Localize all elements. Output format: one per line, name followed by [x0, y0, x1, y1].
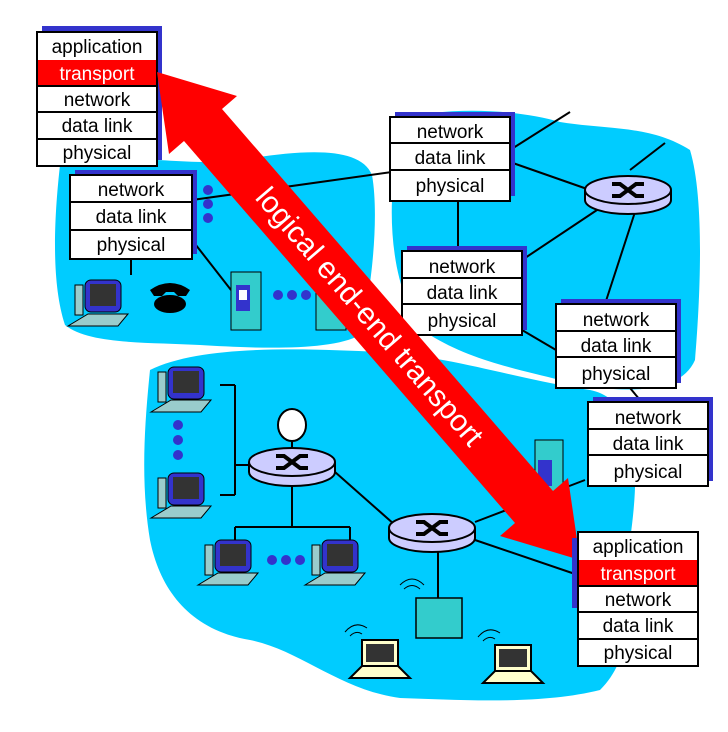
layer-network: network — [417, 122, 484, 143]
layer-network: network — [615, 408, 682, 429]
dest-host-stack: application transport network data link … — [572, 531, 699, 667]
layer-data-link: data link — [613, 434, 684, 455]
layer-physical: physical — [604, 643, 673, 664]
layer-data-link: data link — [96, 207, 167, 228]
router-stack: network data link physical — [389, 112, 515, 202]
router-stack: network data link physical — [401, 246, 527, 336]
layer-physical: physical — [428, 311, 497, 332]
router-stack: network data link physical — [555, 299, 681, 389]
router-stack: network data link physical — [69, 170, 197, 260]
server-icon — [230, 271, 262, 331]
layer-physical: physical — [416, 176, 485, 197]
layer-physical: physical — [97, 235, 166, 256]
layer-network: network — [429, 257, 496, 278]
desktop-computer-icon — [303, 539, 367, 586]
layer-application: application — [52, 37, 143, 58]
laptop-icon — [477, 629, 546, 684]
ellipsis-dots — [173, 185, 311, 565]
telephone-icon — [150, 283, 190, 313]
router-stack: network data link physical — [587, 397, 713, 487]
layer-data-link: data link — [581, 336, 652, 357]
desktop-computer-icon — [149, 366, 213, 413]
wireless-signal-icon — [399, 578, 425, 590]
desktop-computer-icon — [149, 472, 213, 519]
layer-network: network — [583, 310, 650, 331]
layer-data-link: data link — [427, 283, 498, 304]
satellite-dish-icon — [277, 408, 307, 448]
access-point-icon — [415, 597, 463, 639]
layer-network: network — [605, 590, 672, 611]
layer-physical: physical — [63, 143, 132, 164]
layer-data-link: data link — [415, 148, 486, 169]
source-host-stack: application transport network data link … — [36, 26, 162, 167]
layer-network: network — [64, 90, 131, 111]
desktop-computer-icon — [66, 279, 130, 327]
router-device-icon — [248, 447, 336, 487]
layer-application: application — [593, 537, 684, 558]
desktop-computer-icon — [196, 539, 260, 586]
layer-physical: physical — [614, 462, 683, 483]
router-device-icon — [388, 513, 476, 553]
layer-data-link: data link — [603, 616, 674, 637]
router-device-icon — [584, 175, 672, 215]
layer-transport: transport — [60, 64, 136, 85]
layer-physical: physical — [582, 364, 651, 385]
laptop-icon — [344, 624, 413, 679]
layer-transport: transport — [601, 564, 677, 585]
layer-network: network — [98, 180, 165, 201]
layer-data-link: data link — [62, 116, 133, 137]
